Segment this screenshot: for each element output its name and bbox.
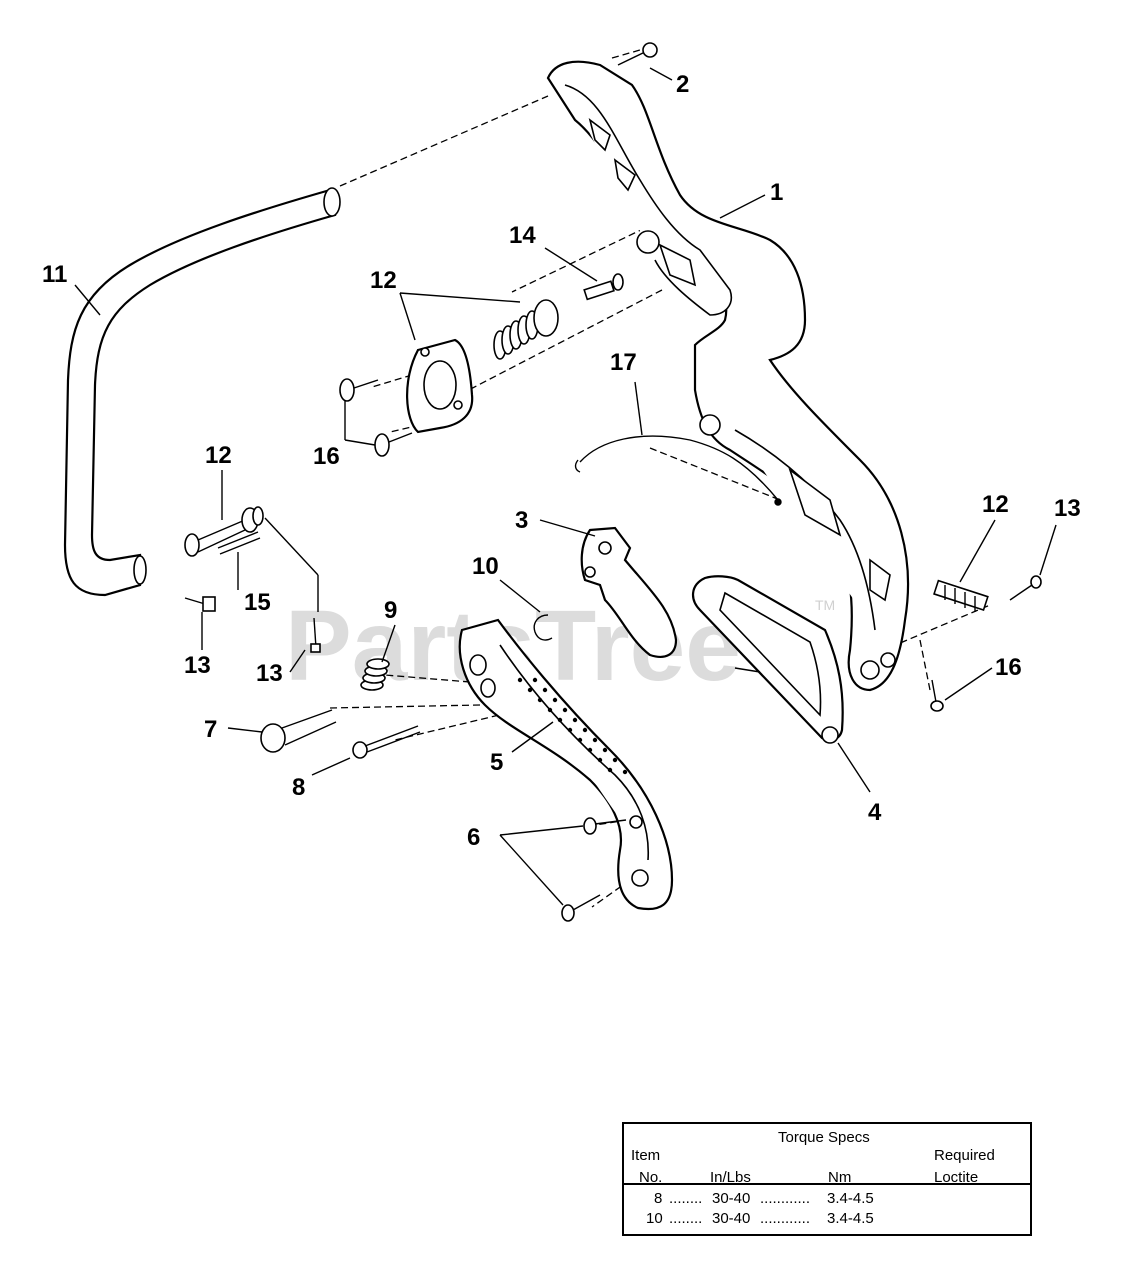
- row-dots: ........: [669, 1190, 703, 1207]
- callout-12-right: 12: [982, 491, 1009, 518]
- header-divider: [624, 1183, 1030, 1185]
- part-6-screws: [561, 817, 627, 922]
- part-17-cable: [574, 435, 782, 506]
- header-nm: Nm: [828, 1169, 852, 1186]
- callout-3: 3: [515, 507, 528, 534]
- callout-5: 5: [490, 749, 503, 776]
- callout-9: 9: [384, 597, 397, 624]
- part-11-front-handle: [63, 187, 341, 597]
- callout-1: 1: [770, 179, 783, 206]
- callout-13-left: 13: [184, 652, 211, 679]
- callout-15: 15: [244, 589, 271, 616]
- part-8-screw: [352, 725, 421, 759]
- torque-specs-table: Torque Specs Item Required No. In/Lbs Nm…: [622, 1122, 1032, 1236]
- part-16-screw-right: [930, 679, 944, 712]
- part-10-clip: [533, 614, 553, 641]
- row-dots: ............: [760, 1210, 811, 1227]
- part-12-right-spring: [933, 579, 989, 612]
- callout-13-right: 13: [1054, 495, 1081, 522]
- part-12-mount-assembly: [406, 299, 559, 434]
- callout-13-middle: 13: [256, 660, 283, 687]
- part-4-link: [692, 575, 844, 744]
- callout-16-right: 16: [995, 654, 1022, 681]
- header-required: Required: [934, 1147, 995, 1164]
- callout-labels: 1 2 3 4 5 6 7 8 9 10 11 12 12 12 13 13 1…: [42, 71, 1081, 851]
- watermark-tm: TM: [815, 597, 835, 613]
- callout-4: 4: [868, 799, 882, 826]
- part-5-grip: [458, 618, 674, 911]
- header-in-lbs: In/Lbs: [710, 1169, 751, 1186]
- callout-16-upper: 16: [313, 443, 340, 470]
- callout-12-left: 12: [205, 442, 232, 469]
- header-no: No.: [639, 1169, 663, 1186]
- part-9-spring: [360, 658, 390, 691]
- row-in-lbs: 30-40: [712, 1210, 751, 1227]
- spring-coil: [493, 310, 539, 360]
- row-dots: ........: [669, 1210, 703, 1227]
- callout-8: 8: [292, 774, 305, 801]
- leader-lines: [74, 67, 1057, 906]
- row-item: 10: [646, 1210, 663, 1227]
- row-in-lbs: 30-40: [712, 1190, 751, 1207]
- header-item: Item: [631, 1147, 661, 1164]
- callout-7: 7: [204, 716, 217, 743]
- header-loctite: Loctite: [934, 1169, 979, 1186]
- row-nm: 3.4-4.5: [827, 1210, 874, 1227]
- row-item: 8: [654, 1190, 663, 1207]
- part-14-screw: [583, 273, 624, 301]
- callout-14: 14: [509, 222, 536, 249]
- part-1-handle-bracket: [546, 60, 910, 692]
- row-dots: ............: [760, 1190, 811, 1207]
- callout-6: 6: [467, 824, 480, 851]
- callout-10: 10: [472, 553, 499, 580]
- table-title: Torque Specs: [778, 1129, 870, 1146]
- part-13-screws: [184, 575, 1042, 653]
- part-15-pin: [217, 531, 261, 555]
- part-3-lever: [580, 526, 678, 658]
- part-2-screw: [617, 42, 658, 66]
- part-7-pin: [260, 709, 337, 753]
- callout-2: 2: [676, 71, 689, 98]
- row-nm: 3.4-4.5: [827, 1190, 874, 1207]
- callout-12-upper: 12: [370, 267, 397, 294]
- callout-17: 17: [610, 349, 637, 376]
- grip-texture: [517, 677, 628, 775]
- part-12-left-spring: [184, 506, 264, 557]
- callout-11: 11: [42, 261, 67, 288]
- part-16-screws-upper: [339, 378, 413, 457]
